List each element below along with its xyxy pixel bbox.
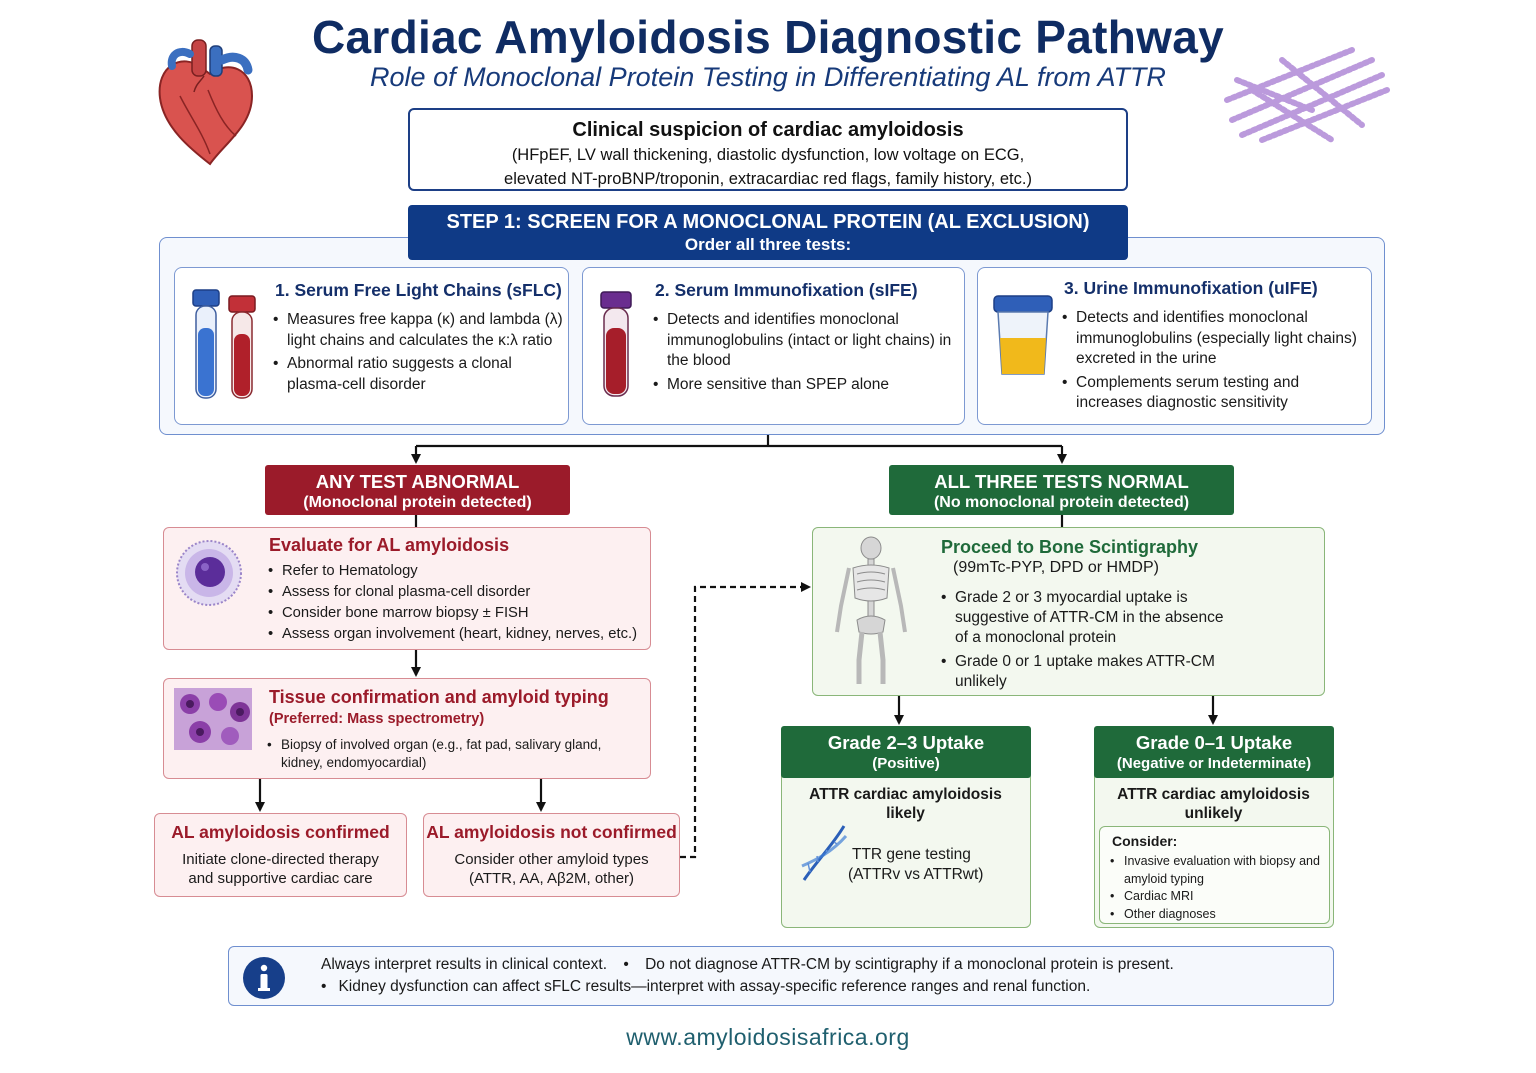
- note-line-1a: Always interpret results in clinical con…: [321, 956, 608, 973]
- grade-0-1-banner: Grade 0–1 Uptake (Negative or Indetermin…: [1094, 726, 1334, 778]
- tissue-title: Tissue confirmation and amyloid typing: [269, 687, 609, 707]
- any-test-abnormal-banner: ANY TEST ABNORMAL (Monoclonal protein de…: [265, 465, 570, 515]
- al-confirmed-title: AL amyloidosis confirmed: [171, 822, 390, 842]
- al-confirmed-box: AL amyloidosis confirmed Initiate clone-…: [154, 813, 407, 897]
- grade23-result-line-1: ATTR cardiac amyloidosis: [809, 786, 1002, 803]
- step1-banner: STEP 1: SCREEN FOR A MONOCLONAL PROTEIN …: [408, 205, 1128, 260]
- test-2-bullet-1: Detects and identifies monoclonal immuno…: [653, 310, 958, 372]
- test-1-bullet-1: Measures free kappa (κ) and lambda (λ) l…: [273, 310, 565, 351]
- consider-item-1: Invasive evaluation with biopsy and amyl…: [1110, 853, 1320, 888]
- eval-al-title: Evaluate for AL amyloidosis: [269, 535, 510, 555]
- grade-0-1-box: ATTR cardiac amyloidosis unlikely Consid…: [1094, 771, 1334, 928]
- grade01-subtitle: (Negative or Indeterminate): [1116, 755, 1312, 772]
- test-1-title: 1. Serum Free Light Chains (sFLC): [275, 280, 562, 300]
- eval-al-bullet-2: Assess for clonal plasma-cell disorder: [268, 582, 637, 603]
- grade-2-3-box: ATTR cardiac amyloidosis likely TTR gene…: [781, 771, 1031, 928]
- test-2-bullets: Detects and identifies monoclonal immuno…: [653, 310, 958, 398]
- tissue-histology-icon: [174, 688, 252, 750]
- al-confirmed-line-1: Initiate clone-directed therapy: [182, 851, 379, 868]
- tissue-bullet-1: Biopsy of involved organ (e.g., fat pad,…: [267, 736, 612, 772]
- test-3-bullet-2: Complements serum testing and increases …: [1062, 373, 1364, 414]
- bone-bullets: Grade 2 or 3 myocardial uptake is sugges…: [941, 588, 1231, 692]
- al-not-confirmed-box: AL amyloidosis not confirmed Consider ot…: [423, 813, 680, 897]
- al-not-confirmed-line-1: Consider other amyloid types: [454, 851, 649, 868]
- clinical-note-box: Always interpret results in clinical con…: [228, 946, 1334, 1006]
- eval-al-bullet-3: Consider bone marrow biopsy ± FISH: [268, 603, 637, 624]
- bone-bullet-2: Grade 0 or 1 uptake makes ATTR-CM unlike…: [941, 652, 1231, 692]
- grade01-title: Grade 0–1 Uptake: [1135, 732, 1293, 753]
- al-not-confirmed-line-2: (ATTR, AA, Aβ2M, other): [468, 870, 635, 887]
- bone-scintigraphy-box: Proceed to Bone Scintigraphy (99mTc-PYP,…: [812, 527, 1325, 696]
- note-line-1b: Do not diagnose ATTR-CM by scintigraphy …: [645, 956, 1174, 973]
- abnormal-subtitle: (Monoclonal protein detected): [303, 494, 532, 511]
- test-2-title: 2. Serum Immunofixation (sIFE): [655, 280, 918, 300]
- consider-box: Consider: Invasive evaluation with biops…: [1099, 826, 1330, 924]
- grade23-subtitle: (Positive): [872, 755, 940, 772]
- grade01-result-line-1: ATTR cardiac amyloidosis: [1117, 786, 1310, 803]
- eval-al-bullet-4: Assess organ involvement (heart, kidney,…: [268, 624, 637, 645]
- test-3-bullets: Detects and identifies monoclonal immuno…: [1062, 308, 1364, 417]
- all-tests-normal-banner: ALL THREE TESTS NORMAL (No monoclonal pr…: [889, 465, 1234, 515]
- urine-cup-icon: [993, 295, 1053, 375]
- ttr-line-2: (ATTRv vs ATTRwt): [848, 866, 984, 883]
- test-card-sflc: 1. Serum Free Light Chains (sFLC) Measur…: [174, 267, 569, 425]
- grade23-title: Grade 2–3 Uptake: [827, 732, 985, 753]
- normal-subtitle: (No monoclonal protein detected): [933, 494, 1190, 511]
- blood-tube-icon: [192, 289, 256, 399]
- footer-website[interactable]: www.amyloidosisafrica.org: [626, 1024, 910, 1050]
- test-card-uife: 3. Urine Immunofixation (uIFE) Detects a…: [977, 267, 1372, 425]
- step1-title: STEP 1: SCREEN FOR A MONOCLONAL PROTEIN …: [446, 211, 1090, 233]
- consider-title: Consider:: [1112, 833, 1178, 849]
- consider-item-2: Cardiac MRI: [1110, 888, 1320, 906]
- clinical-suspicion-box: Clinical suspicion of cardiac amyloidosi…: [408, 108, 1128, 191]
- test-1-bullet-2: Abnormal ratio suggests a clonal plasma-…: [273, 354, 565, 395]
- test-2-bullet-2: More sensitive than SPEP alone: [653, 375, 958, 396]
- ttr-line-1: TTR gene testing: [852, 846, 971, 863]
- note-separator: •: [623, 956, 629, 973]
- clinical-line-2: elevated NT-proBNP/troponin, extracardia…: [504, 170, 1032, 188]
- note-bullet: •: [321, 978, 327, 995]
- abnormal-title: ANY TEST ABNORMAL: [315, 471, 520, 492]
- grade01-result-line-2: unlikely: [1184, 805, 1243, 822]
- bone-title: Proceed to Bone Scintigraphy: [941, 537, 1199, 557]
- test-3-title: 3. Urine Immunofixation (uIFE): [1064, 278, 1318, 298]
- dashed-arrow-notconfirmed-to-bone: [680, 582, 811, 859]
- clinical-title: Clinical suspicion of cardiac amyloidosi…: [572, 119, 964, 141]
- note-line-2: Kidney dysfunction can affect sFLC resul…: [338, 978, 1091, 995]
- test-1-bullets: Measures free kappa (κ) and lambda (λ) l…: [273, 310, 565, 398]
- page-subtitle: Role of Monoclonal Protein Testing in Di…: [370, 62, 1166, 92]
- al-not-confirmed-title: AL amyloidosis not confirmed: [426, 822, 677, 842]
- grade-2-3-banner: Grade 2–3 Uptake (Positive): [781, 726, 1031, 778]
- tissue-confirmation-box: Tissue confirmation and amyloid typing (…: [163, 678, 651, 779]
- consider-list: Invasive evaluation with biopsy and amyl…: [1110, 853, 1320, 923]
- al-confirmed-line-2: and supportive cardiac care: [188, 870, 373, 887]
- heart-icon: [158, 39, 254, 166]
- bone-bullet-1: Grade 2 or 3 myocardial uptake is sugges…: [941, 588, 1231, 648]
- grade23-result-line-2: likely: [886, 805, 925, 822]
- bone-subtitle: (99mTc-PYP, DPD or HMDP): [953, 559, 1159, 576]
- tissue-bullets: Biopsy of involved organ (e.g., fat pad,…: [267, 736, 612, 772]
- test-card-sife: 2. Serum Immunofixation (sIFE) Detects a…: [582, 267, 965, 425]
- plasma-cell-icon: [176, 540, 242, 606]
- dna-icon: [801, 825, 848, 881]
- eval-al-bullet-1: Refer to Hematology: [268, 561, 637, 582]
- amyloid-fibril-icon: [1224, 47, 1390, 143]
- step1-subtitle: Order all three tests:: [684, 235, 852, 254]
- clinical-line-1: (HFpEF, LV wall thickening, diastolic dy…: [511, 146, 1025, 164]
- tissue-subtitle: (Preferred: Mass spectrometry): [269, 711, 485, 727]
- test-3-bullet-1: Detects and identifies monoclonal immuno…: [1062, 308, 1364, 370]
- info-icon: [243, 957, 285, 999]
- blood-tube-icon: [600, 291, 632, 397]
- consider-item-3: Other diagnoses: [1110, 906, 1320, 924]
- skeleton-icon: [835, 536, 907, 684]
- eval-al-bullets: Refer to Hematology Assess for clonal pl…: [268, 561, 637, 645]
- note-line-2-wrap: • Kidney dysfunction can affect sFLC resu…: [321, 978, 1090, 996]
- note-line-1: Always interpret results in clinical con…: [321, 956, 1174, 974]
- normal-title: ALL THREE TESTS NORMAL: [934, 471, 1189, 492]
- page-title: Cardiac Amyloidosis Diagnostic Pathway: [311, 11, 1225, 63]
